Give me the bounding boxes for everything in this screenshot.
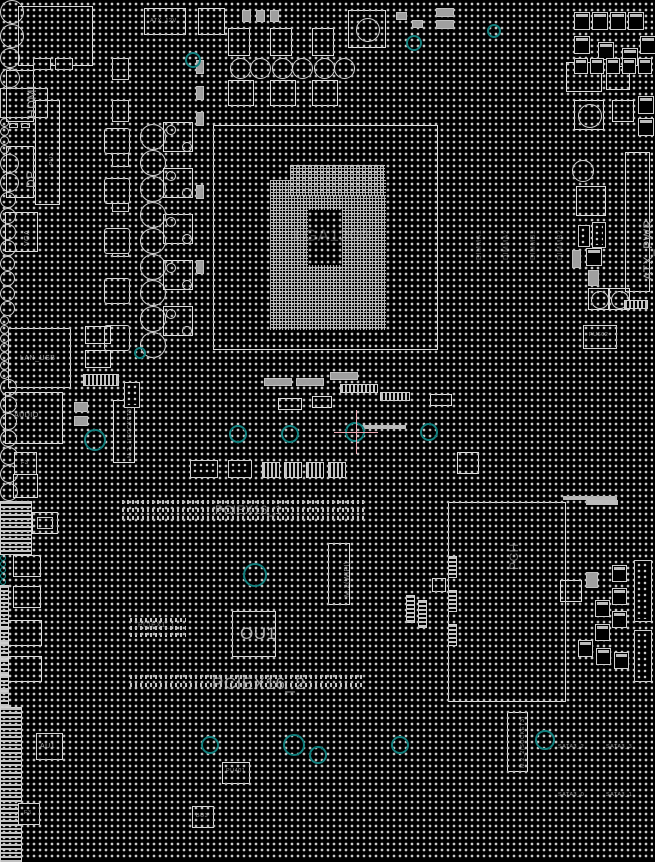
hole-mid-a	[229, 425, 247, 443]
crosshair-cursor[interactable]	[334, 410, 378, 454]
header-cpu-fan[interactable]	[13, 474, 38, 498]
hole-bottom-a	[201, 736, 219, 754]
hole-top-left-a	[185, 52, 201, 68]
hole-mid-b	[281, 425, 299, 443]
hole-bottom-b	[283, 734, 305, 756]
hole-left-low	[134, 347, 146, 359]
hole-bottom-c	[391, 736, 409, 754]
trace-top-right	[586, 500, 618, 505]
hole-mid-d	[420, 423, 438, 441]
hole-bottom-d	[535, 730, 555, 750]
trace-mid	[563, 496, 617, 500]
hole-mid-left	[84, 429, 106, 451]
hole-top-right-a	[487, 24, 501, 38]
trace-pciearea	[362, 425, 406, 429]
hole-top-right-b	[406, 35, 422, 51]
hole-pcie-area	[243, 563, 267, 587]
crosshair-vertical	[356, 410, 357, 454]
hole-bottom-e	[309, 746, 327, 764]
header-sys-fan[interactable]	[457, 452, 479, 474]
